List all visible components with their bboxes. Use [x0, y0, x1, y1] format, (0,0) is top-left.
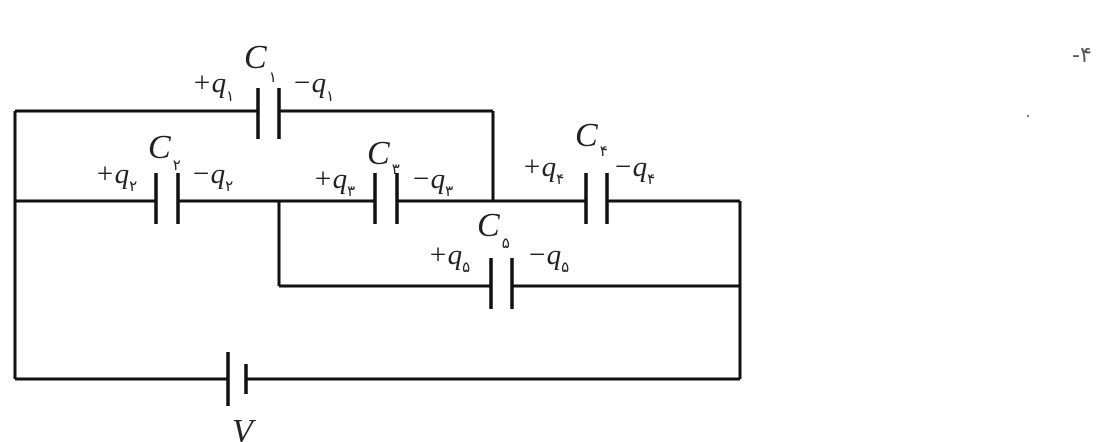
c5-plus-charge: +q۵ [428, 239, 470, 276]
battery-label: V [232, 413, 257, 442]
capacitor-c4 [584, 173, 609, 224]
capacitor-c5 [489, 258, 514, 309]
capacitor-c3 [373, 173, 399, 224]
capacitor-c2 [154, 173, 180, 224]
c4-plus-charge: +q۴ [522, 151, 564, 188]
c1-plus-charge: +q۱ [192, 67, 234, 105]
c4-minus-charge: −q۴ [613, 151, 655, 188]
c1-name: C۱ [244, 39, 277, 86]
stray-dot [1026, 114, 1030, 118]
c2-plus-charge: +q۲ [95, 158, 137, 195]
c3-plus-charge: +q۳ [313, 163, 355, 200]
wires [13, 109, 742, 381]
c5-minus-charge: −q۵ [527, 239, 569, 276]
c3-minus-charge: −q۳ [411, 163, 453, 200]
c1-minus-charge: −q۱ [292, 67, 334, 105]
capacitor-c1 [256, 88, 281, 139]
battery-v: V [226, 352, 257, 442]
c2-minus-charge: −q۲ [191, 158, 233, 195]
problem-number: -۴ [1072, 43, 1092, 68]
